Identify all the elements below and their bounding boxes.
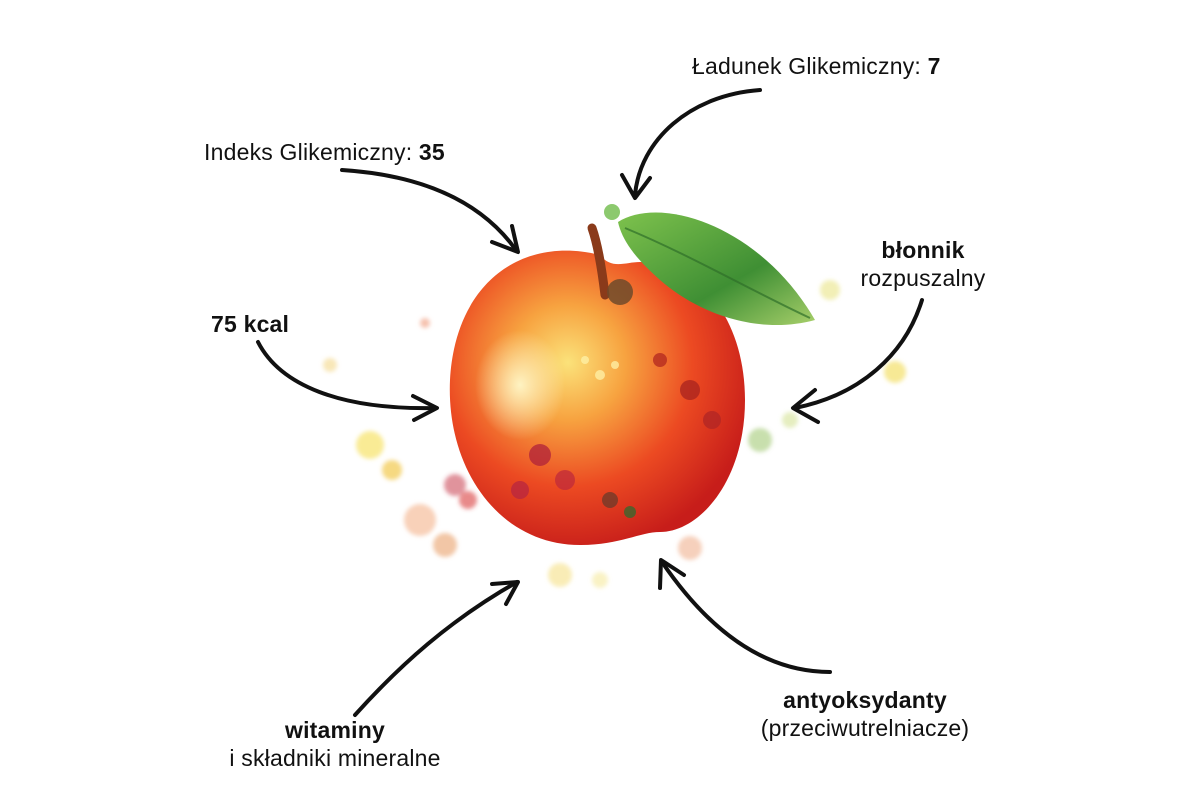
arrow-glycemic-index: [340, 168, 520, 254]
label-vitamins-subtitle: i składniki mineralne: [229, 745, 441, 771]
label-antioxidants-subtitle: (przeciwutrelniacze): [760, 715, 970, 741]
label-calories: 75 kcal: [211, 310, 289, 338]
apple-dots: [511, 353, 721, 518]
arrow-glycemic-load: [620, 88, 762, 200]
apple-body: [449, 250, 745, 545]
label-vitamins-title: witaminy: [284, 717, 385, 743]
apple-illustration: [449, 204, 815, 545]
label-glycemic-index-text: Indeks Glikemiczny:: [204, 139, 419, 165]
leaf-splash: [604, 204, 620, 220]
label-glycemic-index: Indeks Glikemiczny: 35: [204, 138, 445, 166]
arrow-fiber: [791, 298, 924, 424]
apple-highlight: [475, 330, 565, 440]
arrow-antioxidants: [658, 558, 832, 674]
label-glycemic-index-value: 35: [418, 139, 445, 165]
label-glycemic-load: Ładunek Glikemiczny: 7: [692, 52, 941, 80]
label-antioxidants: antyoksydanty (przeciwutrelniacze): [730, 686, 1000, 742]
label-fiber-subtitle: rozpuszalny: [860, 265, 986, 291]
stem-base: [607, 279, 633, 305]
apple-stem: [587, 223, 610, 300]
label-fiber-title: błonnik: [881, 237, 965, 263]
label-fiber: błonnik rozpuszalny: [848, 236, 998, 292]
arrow-calories: [256, 340, 439, 422]
paint-splatters: [323, 280, 906, 588]
label-calories-value: 75 kcal: [211, 311, 290, 337]
label-vitamins: witaminy i składniki mineralne: [200, 716, 470, 772]
label-antioxidants-title: antyoksydanty: [783, 687, 947, 713]
label-glycemic-load-text: Ładunek Glikemiczny:: [692, 53, 928, 79]
leaf-vein: [624, 227, 811, 319]
arrow-vitamins: [353, 580, 520, 717]
label-glycemic-load-value: 7: [927, 53, 941, 79]
